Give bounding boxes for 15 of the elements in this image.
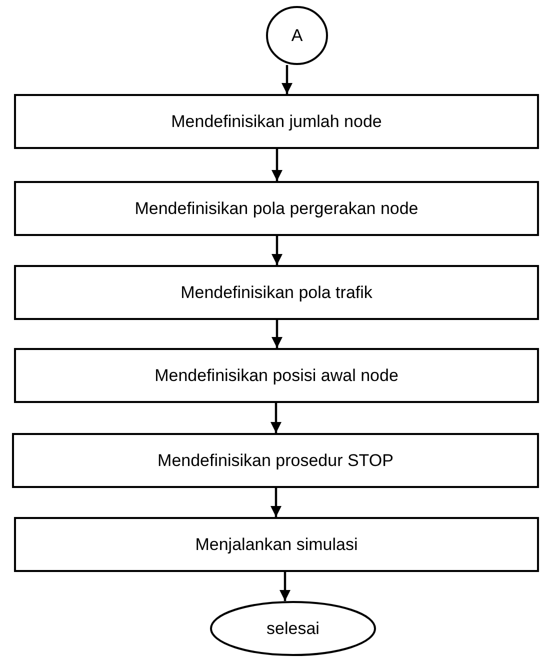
arrow <box>272 320 282 348</box>
arrow <box>270 488 282 517</box>
arrow <box>270 403 282 433</box>
step-text: Mendefinisikan posisi awal node <box>154 366 398 386</box>
arrow <box>272 236 282 265</box>
step-text: Mendefinisikan jumlah node <box>171 112 382 132</box>
step-text: Mendefinisikan pola trafik <box>180 282 372 302</box>
connector-label: A <box>291 26 303 46</box>
step-text: Mendefinisikan pola pergerakan node <box>134 198 418 218</box>
arrow <box>282 65 292 94</box>
arrow <box>272 149 282 181</box>
step-text: Menjalankan simulasi <box>195 534 358 554</box>
step-text: Mendefinisikan prosedur STOP <box>158 450 394 470</box>
step-text: selesai <box>266 618 320 638</box>
arrow <box>280 572 290 601</box>
